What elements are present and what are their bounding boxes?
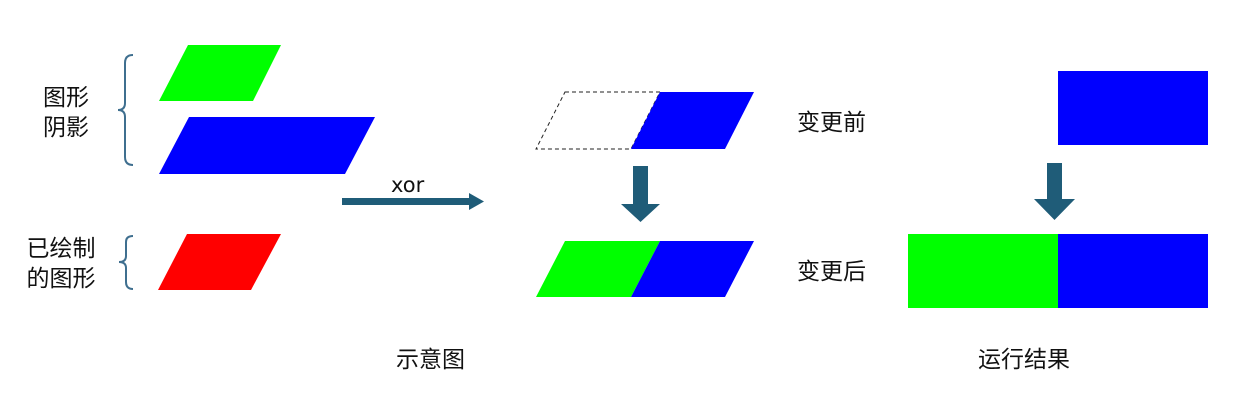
down-arrow-middle	[621, 166, 660, 222]
label-after: 变更后	[797, 259, 866, 285]
dashed-outline-region	[535, 91, 661, 150]
bracket-drawn-shape	[118, 235, 134, 290]
blue-parallelogram-shadow	[159, 117, 375, 174]
red-parallelogram-drawn	[158, 234, 281, 290]
label-shadow: 阴影	[43, 115, 89, 141]
green-part-after	[536, 241, 660, 297]
blue-rect-after	[1058, 234, 1208, 308]
green-rect-after	[908, 234, 1058, 308]
blue-rect-before	[1058, 71, 1208, 145]
label-drawn-line1: 已绘制	[26, 236, 96, 262]
label-shape: 图形	[43, 85, 89, 111]
green-parallelogram-shape	[159, 45, 281, 101]
label-drawn-line2: 的图形	[26, 266, 96, 292]
label-before: 变更前	[797, 110, 866, 136]
blue-parallelogram-before	[631, 92, 754, 149]
xor-arrow	[342, 193, 484, 210]
bracket-shape-shadow	[117, 54, 134, 166]
caption-result: 运行结果	[978, 347, 1070, 373]
blue-part-after	[631, 241, 754, 297]
caption-diagram: 示意图	[396, 347, 465, 373]
label-xor: xor	[391, 173, 425, 197]
down-arrow-right	[1034, 163, 1075, 220]
